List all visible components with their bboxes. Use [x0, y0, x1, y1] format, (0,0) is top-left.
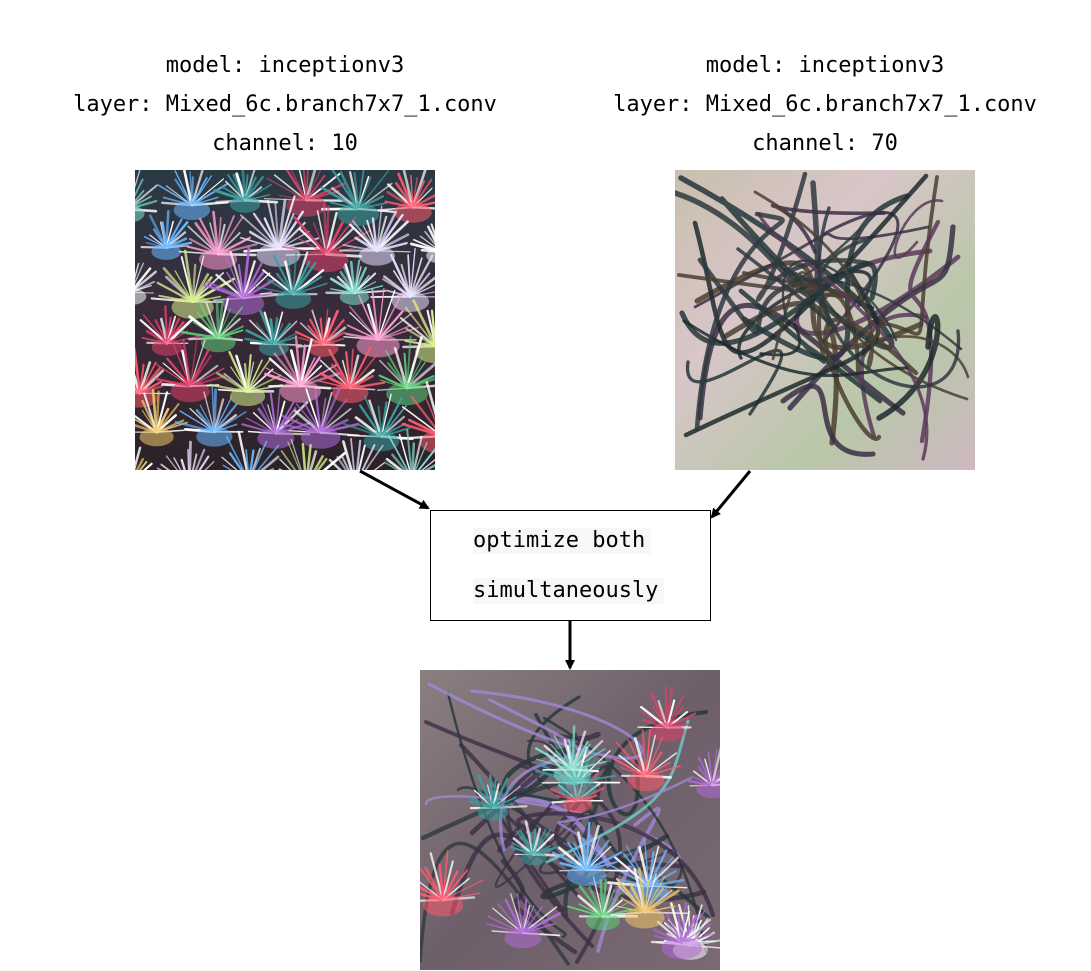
left-channel-label: channel: 10 — [212, 131, 358, 156]
right-channel-label: channel: 70 — [752, 131, 898, 156]
box-line-2: simultaneously — [473, 578, 665, 604]
left-model-label: model: inceptionv3 — [165, 53, 405, 78]
right-model-label: model: inceptionv3 — [705, 53, 945, 78]
curve-cluster — [675, 171, 970, 461]
combined-bloom-cluster — [420, 684, 720, 960]
arrow-left-to-box — [359, 469, 430, 510]
combined-visualization — [420, 670, 720, 970]
channel-70-visualization — [675, 170, 975, 470]
channel-10-visualization — [135, 170, 435, 470]
bloom-cluster — [135, 170, 435, 470]
arrow-right-to-box — [710, 470, 752, 519]
right-layer-label: layer: Mixed_6c.branch7x7_1.conv — [613, 92, 1037, 117]
left-layer-label: layer: Mixed_6c.branch7x7_1.conv — [73, 92, 497, 117]
optimize-box: optimize both simultaneously — [430, 510, 711, 621]
box-line-1: optimize both — [473, 528, 652, 554]
